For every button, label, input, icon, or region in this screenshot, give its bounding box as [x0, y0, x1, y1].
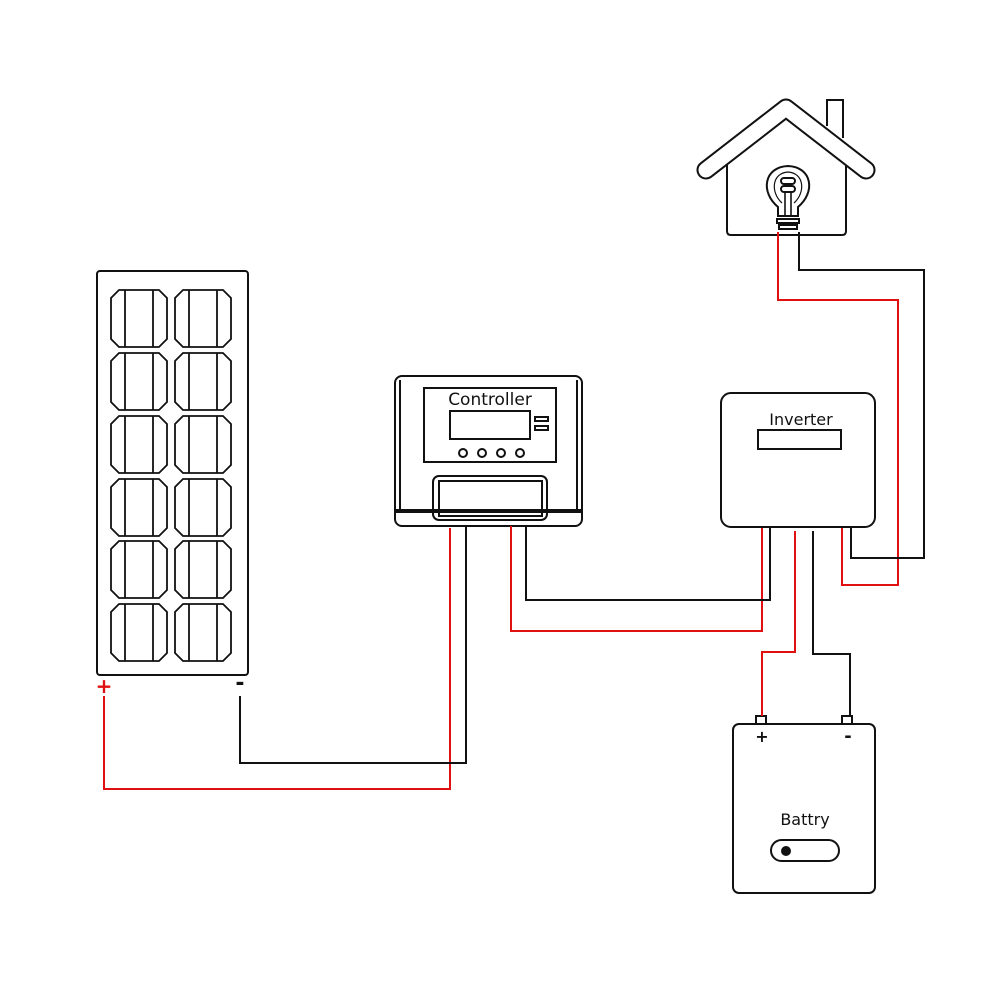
panel-minus-label: -	[235, 671, 244, 696]
solar-cell	[110, 352, 168, 411]
inverter-house-negative-wire	[798, 232, 925, 559]
panel-plus-label: +	[96, 674, 113, 698]
battery-icon	[732, 715, 876, 894]
solar-cell	[174, 603, 232, 662]
panel-negative-wire	[239, 526, 467, 764]
battery-plus-label: +	[755, 727, 768, 746]
light-bulb-icon	[765, 164, 811, 230]
solar-cell	[110, 478, 168, 537]
solar-cell	[110, 603, 168, 662]
controller-icon	[394, 375, 583, 527]
controller-label: Controller	[448, 390, 532, 410]
solar-cell	[110, 289, 168, 348]
battery-label: Battry	[780, 810, 829, 829]
inverter-battery-negative-wire	[812, 531, 851, 716]
controller-inverter-positive-wire	[510, 526, 763, 632]
solar-cell	[174, 352, 232, 411]
inverter-house-positive-wire	[777, 232, 899, 586]
solar-cell	[174, 478, 232, 537]
solar-cell	[110, 415, 168, 474]
inverter-battery-positive-wire	[761, 531, 796, 716]
inverter-icon	[720, 392, 876, 528]
panel-positive-wire	[103, 528, 451, 790]
solar-cell	[110, 540, 168, 599]
solar-cell	[174, 540, 232, 599]
house-icon	[696, 98, 876, 236]
controller-inverter-negative-wire	[525, 526, 771, 601]
battery-minus-label: -	[844, 726, 851, 747]
solar-cell	[174, 289, 232, 348]
wiring	[103, 232, 925, 790]
inverter-label: Inverter	[769, 410, 833, 429]
solar-panel-icon	[96, 270, 249, 676]
solar-cell	[174, 415, 232, 474]
